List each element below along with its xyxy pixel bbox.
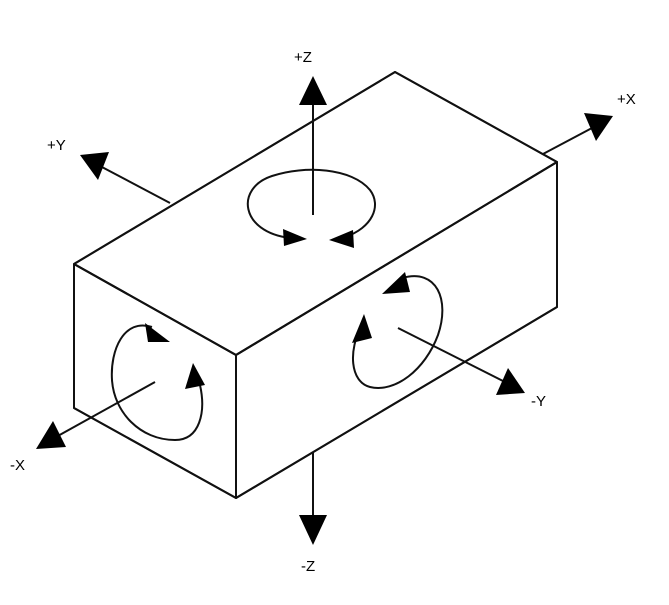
neg-x-label: -X [10, 457, 25, 474]
front-rotation-arrowhead-top [145, 323, 170, 342]
pos-z-arrowhead [299, 76, 327, 105]
pos-x-label: +X [617, 91, 636, 108]
neg-y-axis-line [397, 327, 506, 383]
neg-z-arrowhead [299, 515, 327, 545]
neg-x-axis-line [55, 381, 156, 438]
pos-y-arrowhead [80, 152, 109, 180]
pos-z-label: +Z [294, 49, 312, 66]
pos-x-axis-line [542, 127, 593, 155]
pos-y-label: +Y [47, 137, 66, 154]
pos-y-axis-line [99, 165, 171, 204]
box-outline [73, 71, 558, 499]
top-rotation-arrowhead-right [329, 230, 354, 248]
front-rotation-arc [110, 324, 204, 442]
neg-y-label: -Y [531, 393, 546, 410]
neg-x-arrowhead [36, 421, 66, 449]
right-rotation-arc [352, 275, 444, 389]
right-rotation-arrowhead-top [382, 272, 410, 294]
front-rotation-arrowhead-right [185, 363, 205, 389]
box-front-face [73, 263, 237, 499]
top-rotation-arc [246, 168, 376, 239]
right-rotation-arrowhead-left [352, 314, 372, 343]
box-top-face [73, 71, 558, 356]
pos-x-arrowhead [584, 113, 613, 141]
neg-z-label: -Z [301, 558, 315, 575]
top-rotation-arrowhead-left [283, 229, 307, 246]
neg-y-arrowhead [496, 368, 525, 395]
box-right-face [235, 161, 558, 499]
